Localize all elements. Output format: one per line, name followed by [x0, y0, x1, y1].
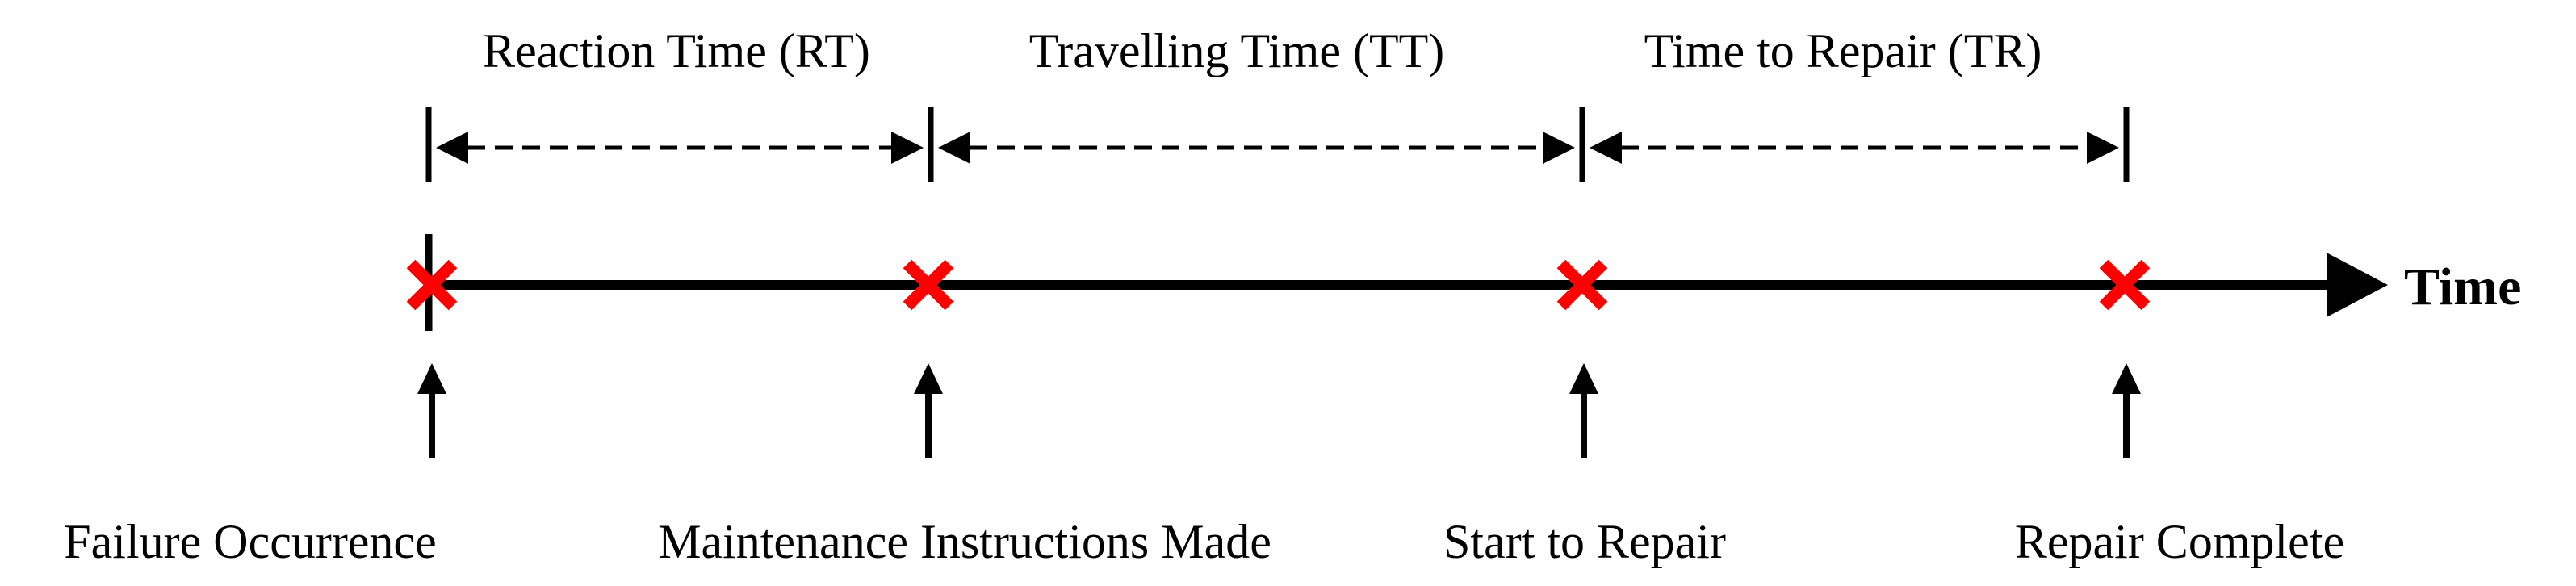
time-axis-arrowhead: [2327, 253, 2388, 317]
event-marker-repair-complete: [2099, 259, 2151, 311]
event-pointer-start-repair: [1569, 363, 1598, 458]
event-label-start-to-repair: Start to Repair: [1443, 515, 1726, 568]
interval-label-time-to-repair: Time to Repair (TR): [1644, 24, 2042, 77]
event-pointer-instructions: [914, 363, 943, 458]
interval-boundary-ticks: [425, 107, 2130, 182]
event-pointer-repair-complete: [2112, 363, 2141, 458]
interval-label-travelling-time: Travelling Time (TT): [1029, 24, 1444, 77]
event-pointer-arrows: [417, 363, 2141, 458]
time-axis-label: Time: [2404, 257, 2521, 316]
event-marker-instructions: [903, 259, 954, 311]
event-markers: [406, 259, 2151, 311]
event-pointer-failure: [417, 363, 446, 458]
interval-label-reaction-time: Reaction Time (RT): [483, 24, 870, 77]
event-label-maintenance-instructions: Maintenance Instructions Made: [658, 515, 1271, 568]
event-label-failure-occurrence: Failure Occurrence: [64, 515, 436, 568]
event-label-repair-complete: Repair Complete: [2015, 515, 2344, 568]
event-marker-start-repair: [1556, 259, 1608, 311]
event-marker-failure: [406, 259, 458, 311]
